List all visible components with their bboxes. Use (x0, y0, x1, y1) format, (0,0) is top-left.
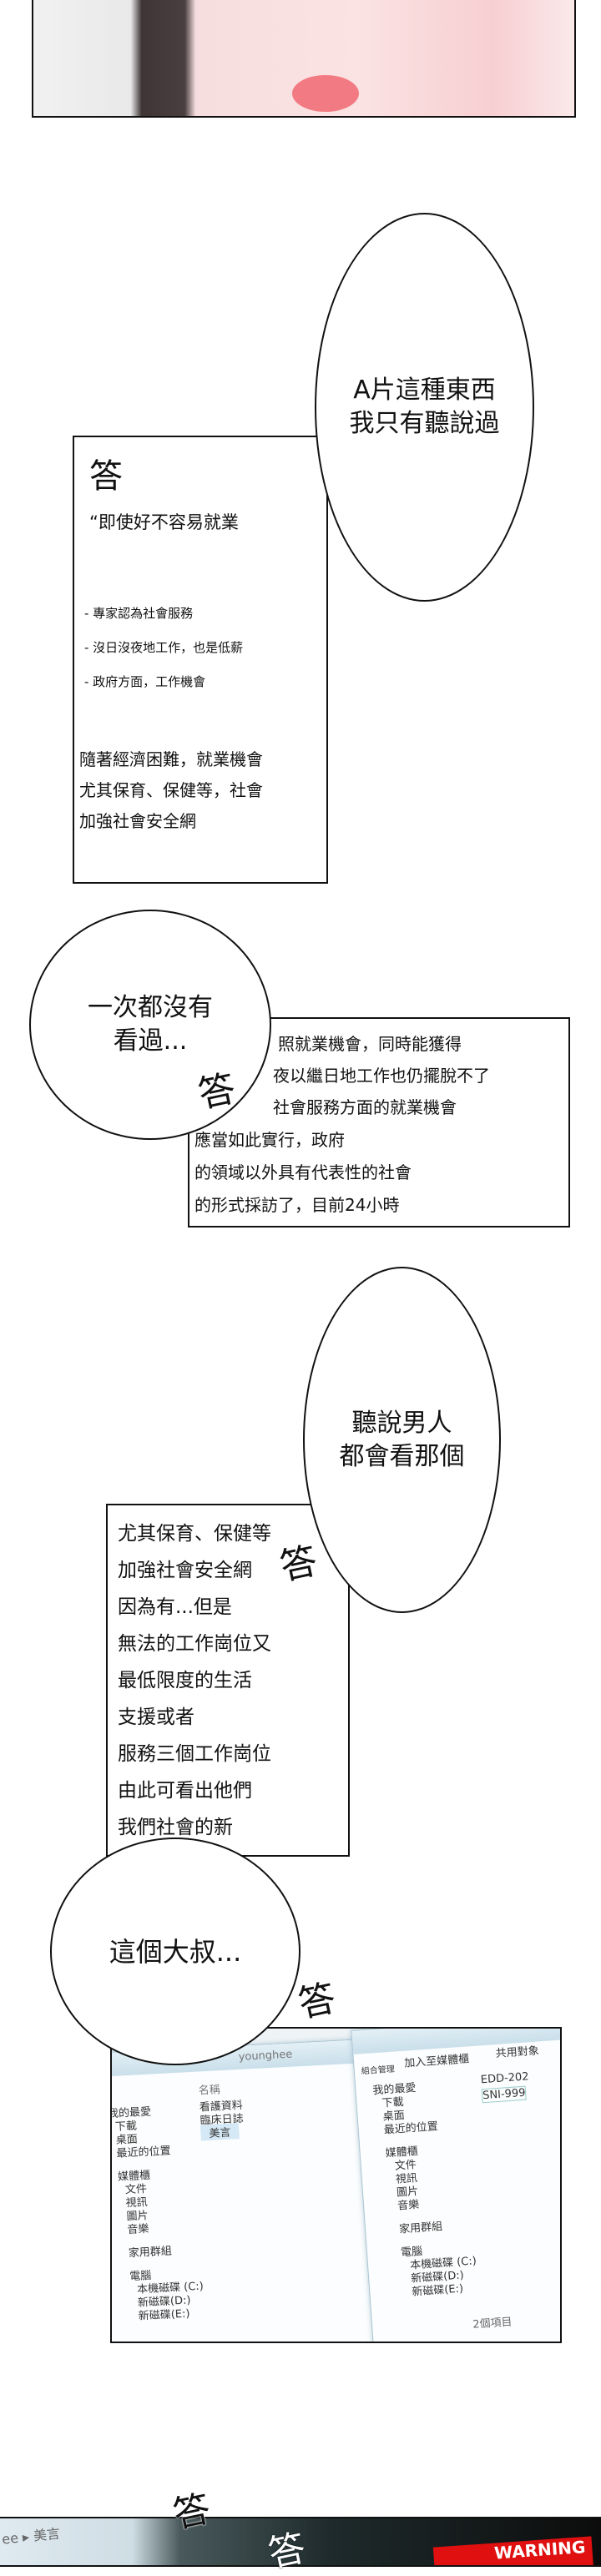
nav-item: 音樂 (396, 2198, 420, 2213)
explorer-window-front: 組合管理 加入至媒體櫃 共用對象 我的最愛 下載 桌面 最近的位置 媒體櫃 文件… (351, 2029, 560, 2342)
box3-line: 尤其保育、保健等 (118, 1523, 271, 1545)
box2-line: 照就業機會，同時能獲得 (278, 1034, 462, 1054)
speech-bubble-3: 聽說男人 都會看那個 (303, 1267, 501, 1613)
box1-line: 隨著經濟困難，就業機會 (79, 749, 263, 769)
toolbar-item[interactable]: 加入至媒體櫃 (403, 2053, 470, 2070)
box2-line: 社會服務方面的就業機會 (273, 1097, 457, 1117)
sfx-da: 答 (295, 1976, 340, 2027)
box2-line: 的形式採訪了，目前24小時 (194, 1195, 400, 1215)
sfx-da: 答 (89, 457, 123, 496)
box3-line: 服務三個工作崗位 (118, 1743, 271, 1765)
box3-line: 最低限度的生活 (118, 1670, 252, 1691)
toolbar-item[interactable]: 組合管理 (361, 2064, 396, 2077)
box3-line: 加強社會安全網 (118, 1560, 252, 1581)
file-item[interactable]: SNI-999 (481, 2085, 528, 2104)
nav-item: 音樂 (127, 2222, 149, 2237)
box3-line: 我們社會的新 (118, 1817, 233, 1838)
nav-item: 家用群組 (398, 2221, 443, 2236)
box1-line: 加強社會安全網 (79, 811, 196, 831)
speech-bubble-1: A片這種東西 我只有聽說過 (315, 213, 534, 602)
explorer-window-back: younghee 名稱 我的最愛 下載 桌面 最近的位置 媒體櫃 文件 視訊 圖… (112, 2038, 389, 2342)
box3-line: 由此可看出他們 (118, 1780, 252, 1802)
folder-item-selected[interactable]: 美言 (199, 2123, 240, 2141)
nav-item: 家用群組 (128, 2245, 173, 2261)
file-item[interactable]: EDD-202 (480, 2070, 530, 2087)
box1-bullet: - 政府方面，工作機會 (84, 674, 206, 689)
nav-item: 最近的位置 (116, 2145, 171, 2160)
sfx-da: 答 (194, 1066, 240, 1117)
sfx-da: 答 (276, 1539, 321, 1590)
nav-item: 新磁碟(E:) (411, 2282, 464, 2299)
box1-bullet: - 專家認為社會服務 (84, 606, 194, 621)
box1-bullet: - 沒日沒夜地工作，也是低薪 (84, 640, 244, 655)
column-header: 名稱 (198, 2084, 221, 2098)
toolbar-item[interactable]: 共用對象 (495, 2044, 540, 2061)
speech-bubble-2: 一次都沒有 看過... (29, 910, 271, 1140)
box3-line: 因為有...但是 (118, 1596, 232, 1618)
sfx-da: 答 (169, 2487, 215, 2538)
sfx-da: 答 (265, 2526, 310, 2576)
panel-bottom: ee ▸ 美言 WARNING (0, 2517, 601, 2567)
panel-file-explorer: younghee 名稱 我的最愛 下載 桌面 最近的位置 媒體櫃 文件 視訊 圖… (110, 2027, 562, 2343)
box2-line: 的領域以外具有代表性的社會 (194, 1162, 412, 1182)
warning-banner: WARNING (432, 2536, 594, 2565)
nav-item: 新磁碟(E:) (138, 2307, 190, 2323)
box3-line: 支援或者 (118, 1706, 194, 1728)
box2-line: 應當如此實行，政府 (194, 1130, 345, 1150)
box1-quote: “即使好不容易就業 (89, 512, 239, 532)
speech-bubble-4: 這個大叔... (50, 1837, 300, 2065)
text-box-3: 尤其保育、保健等 加強社會安全網 因為有...但是 無法的工作崗位又 最低限度的… (106, 1504, 350, 1857)
text-box-2: 照就業機會，同時能獲得 夜以繼日地工作也仍擺脫不了 社會服務方面的就業機會 應當… (188, 1017, 570, 1228)
status-bar-text: 2個項目 (472, 2316, 513, 2332)
text-box-1: 答 “即使好不容易就業 - 專家認為社會服務 - 沒日沒夜地工作，也是低薪 - … (73, 436, 328, 884)
panel-face-closeup (32, 0, 576, 118)
breadcrumb: ee ▸ 美言 (1, 2525, 61, 2548)
box1-line: 尤其保育、保健等，社會 (79, 780, 263, 800)
box2-line: 夜以繼日地工作也仍擺脫不了 (273, 1066, 490, 1086)
lips (292, 75, 359, 112)
box3-line: 無法的工作崗位又 (118, 1633, 271, 1655)
nav-item: 最近的位置 (383, 2120, 439, 2137)
